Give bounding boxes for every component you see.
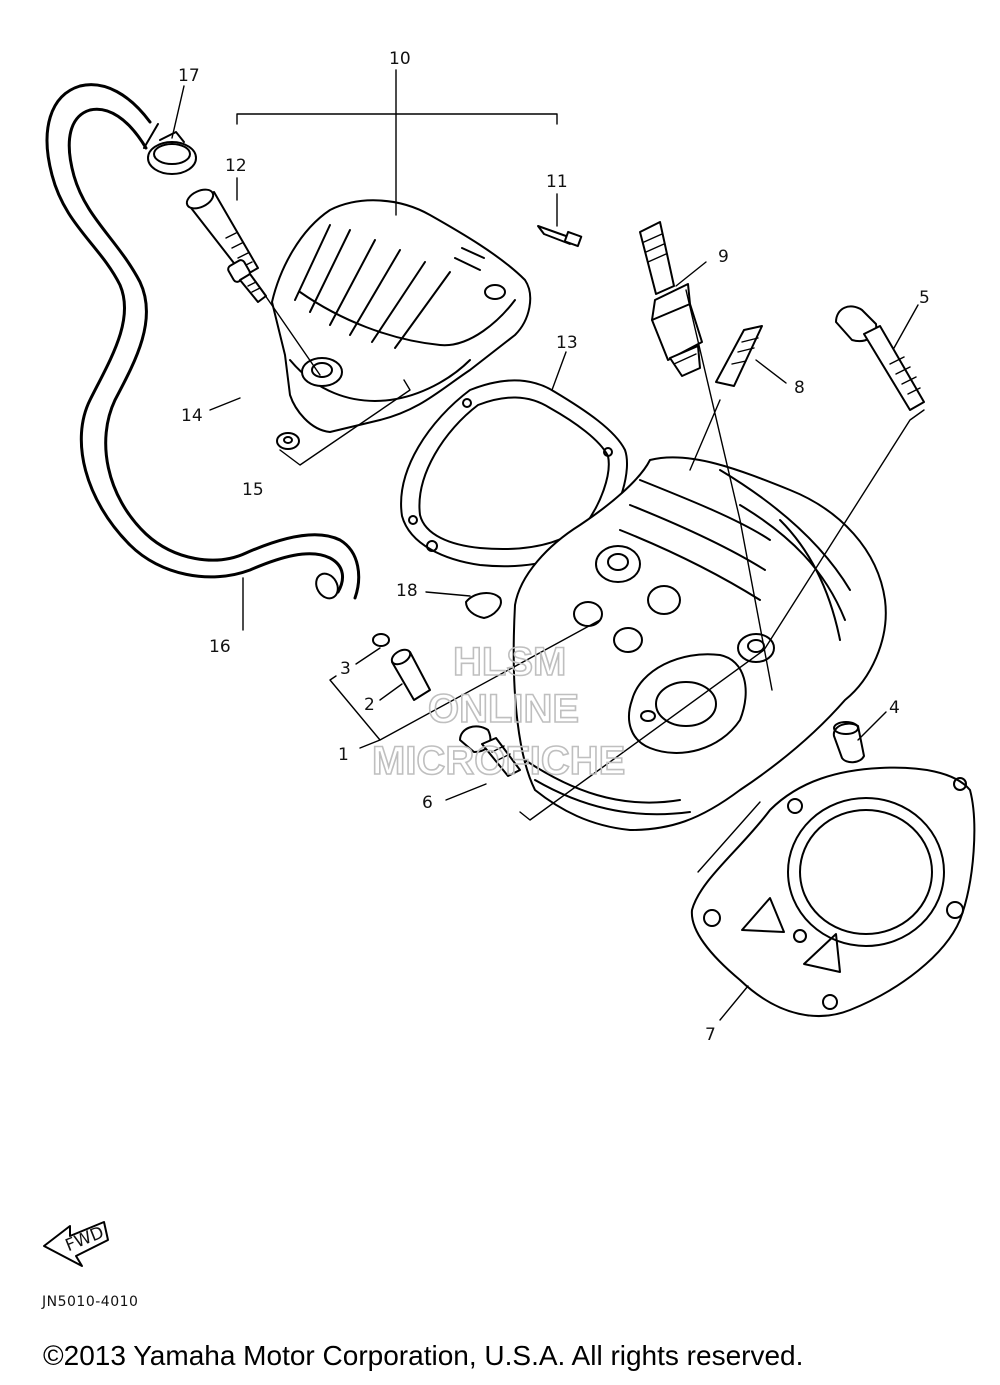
copyright-notice: ©2013 Yamaha Motor Corporation, U.S.A. A… — [43, 1340, 804, 1371]
breather-hose — [45, 83, 361, 600]
part-label-13: 13 — [556, 333, 578, 353]
part-label-5: 5 — [919, 288, 930, 308]
watermark-line-3: MICROFICHE — [372, 739, 625, 783]
part-label-18: 18 — [396, 581, 418, 601]
part-label-12: 12 — [225, 156, 247, 176]
cylinder-head — [512, 456, 887, 831]
head-bolt — [835, 305, 925, 411]
part-label-2: 2 — [364, 695, 375, 715]
part-label-7: 7 — [705, 1025, 716, 1045]
part-label-16: 16 — [209, 637, 231, 657]
part-label-6: 6 — [422, 793, 433, 813]
washer — [276, 432, 300, 450]
leader-lines — [171, 69, 925, 1021]
hose-clamp — [147, 131, 197, 175]
part-label-4: 4 — [889, 698, 900, 718]
part-label-8: 8 — [794, 378, 805, 398]
part-label-3: 3 — [340, 659, 351, 679]
valve-guide — [390, 648, 431, 701]
part-label-9: 9 — [718, 247, 729, 267]
watermark: HLSM ONLINE MICROFICHE — [371, 639, 626, 784]
head-cover-gasket — [400, 379, 629, 568]
part-label-15: 15 — [242, 480, 264, 500]
stud-bolt — [715, 325, 763, 387]
cylinder-head-gasket — [690, 766, 976, 1017]
fwd-arrow-icon: FWD — [43, 1221, 109, 1267]
part-label-11: 11 — [546, 172, 568, 192]
plug-cap — [465, 592, 502, 619]
watermark-line-1: HLSM — [453, 640, 566, 684]
flange-bolt — [459, 725, 521, 777]
part-label-17: 17 — [178, 66, 200, 86]
diagram-reference-code: JN5010-4010 — [42, 1294, 139, 1310]
small-screw — [537, 225, 583, 248]
watermark-line-2: ONLINE — [428, 687, 579, 731]
cover-bolt-short — [227, 259, 267, 303]
cover-bolt-long — [185, 188, 259, 277]
part-label-14: 14 — [181, 406, 203, 426]
spark-plug — [639, 221, 703, 377]
dowel-pin — [832, 721, 865, 764]
part-label-10: 10 — [389, 49, 411, 69]
part-number-labels: 1 2 3 4 5 6 7 8 9 10 11 12 13 14 15 16 1… — [178, 49, 930, 1045]
valve-clip — [372, 633, 390, 647]
cylinder-head-cover — [271, 199, 532, 433]
part-label-1: 1 — [338, 745, 349, 765]
